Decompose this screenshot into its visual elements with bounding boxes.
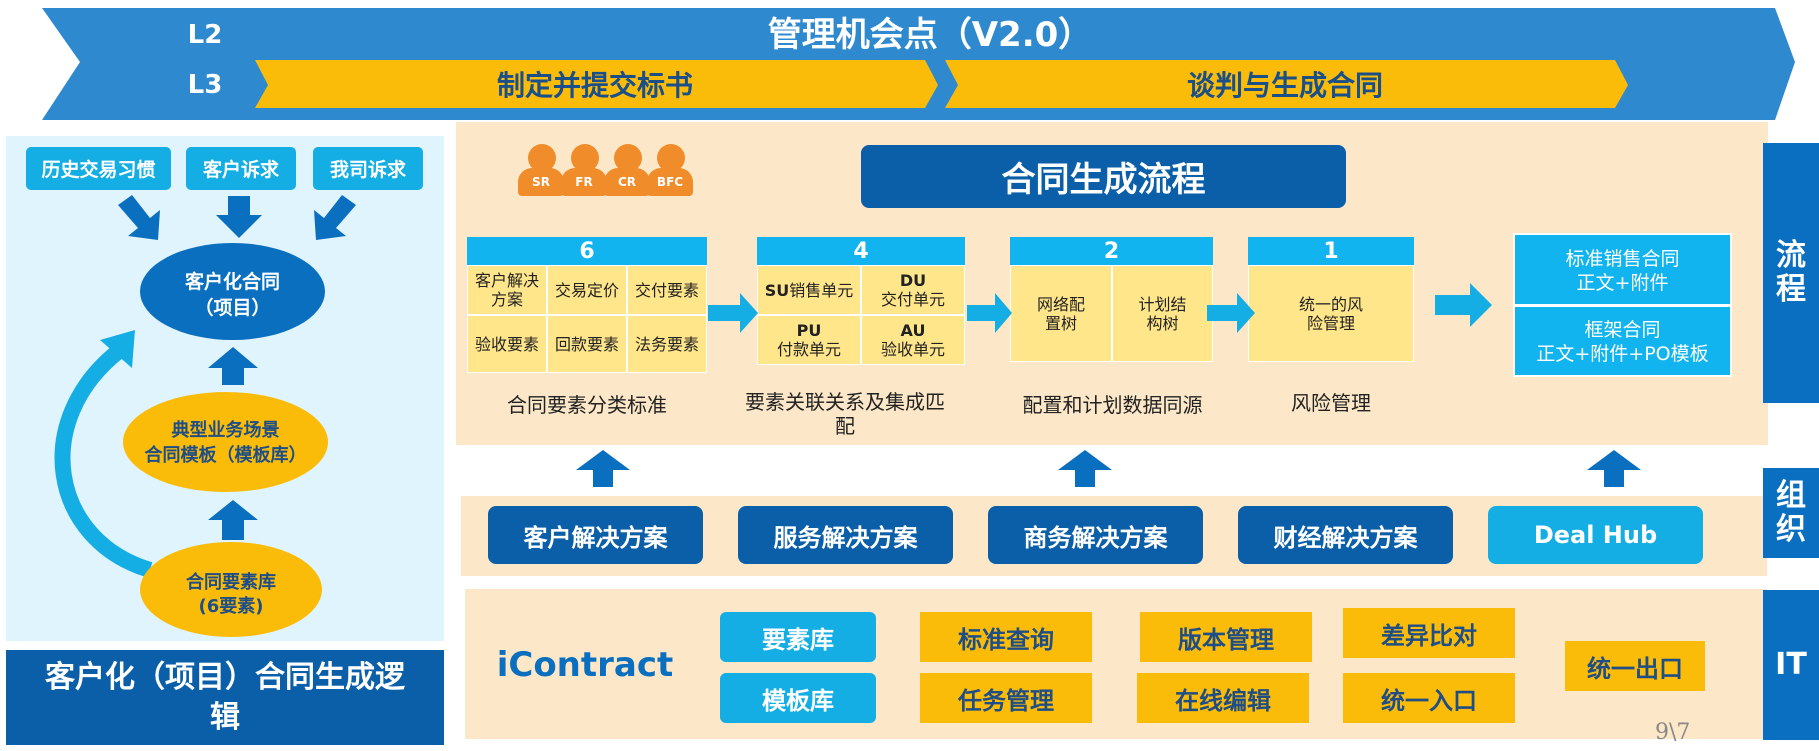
it-version-management: 版本管理	[1140, 612, 1312, 662]
block6-cell: 客户解决方案	[467, 265, 547, 315]
pu-code: PU	[796, 321, 822, 340]
template-scene-ellipse	[123, 392, 328, 492]
side-label-process: 流程	[1763, 143, 1819, 403]
it-online-edit: 在线编辑	[1137, 673, 1309, 723]
role-cr: CR	[604, 168, 650, 196]
du-text: 交付单元	[880, 290, 945, 309]
org-service-solution: 服务解决方案	[738, 506, 953, 564]
block2-cell-network: 网络配置树	[1010, 265, 1112, 362]
page-title: 管理机会点（V2.0）	[767, 14, 1093, 55]
person-icon	[657, 144, 685, 172]
input-company-demand: 我司诉求	[313, 147, 423, 190]
input-customer-demand: 客户诉求	[186, 147, 296, 190]
block4-cell-au: AU 验收单元	[861, 315, 965, 365]
flow-title: 合同生成流程	[861, 145, 1346, 208]
input-history-habits: 历史交易习惯	[26, 147, 171, 190]
header-banner	[42, 8, 1795, 120]
block6-cell: 交易定价	[547, 265, 627, 315]
block6-cell: 验收要素	[467, 315, 547, 373]
block1-caption: 风险管理	[1291, 390, 1371, 415]
stage-tender-label: 制定并提交标书	[496, 69, 693, 102]
output-frame-sub: 正文+附件+PO模板	[1536, 342, 1709, 365]
person-icon	[571, 144, 599, 172]
du-code: DU	[899, 271, 927, 290]
left-footer-title: 客户化（项目）合同生成逻辑	[6, 650, 444, 745]
it-unified-exit: 统一出口	[1565, 641, 1705, 691]
element-lib-line2: (6要素)	[198, 596, 264, 617]
block6-cell: 回款要素	[547, 315, 627, 373]
person-icon	[614, 144, 642, 172]
block1-cell-risk: 统一的风险管理	[1248, 265, 1414, 362]
block4-cell-pu: PU 付款单元	[757, 315, 861, 365]
side-label-org: 组织	[1763, 468, 1819, 558]
block4-number: 4	[757, 237, 965, 265]
org-customer-solution: 客户解决方案	[488, 506, 703, 564]
block4-cell-du: DU 交付单元	[861, 265, 965, 315]
org-business-solution: 商务解决方案	[988, 506, 1203, 564]
left-arrows	[54, 195, 356, 578]
su-text: 销售单元	[789, 280, 854, 300]
it-unified-entry: 统一入口	[1343, 673, 1515, 723]
side-label-it: IT	[1763, 590, 1819, 740]
org-deal-hub: Deal Hub	[1488, 506, 1703, 564]
block2-number: 2	[1010, 237, 1213, 265]
role-icons: SR FR CR BFC	[518, 142, 698, 200]
block2-caption: 配置和计划数据同源	[1022, 392, 1203, 417]
it-template-lib: 模板库	[720, 673, 876, 723]
block6-number: 6	[467, 237, 707, 265]
it-element-lib: 要素库	[720, 612, 876, 662]
person-icon	[528, 144, 556, 172]
it-diff-compare: 差异比对	[1343, 608, 1515, 658]
role-bfc: BFC	[647, 168, 693, 196]
template-scene-line2: 合同模板（模板库）	[144, 445, 307, 466]
stage-contract-label: 谈判与生成合同	[1186, 69, 1383, 102]
element-lib-ellipse	[140, 542, 322, 637]
page-number: 9\7	[1655, 720, 1691, 745]
au-code: AU	[900, 321, 926, 340]
role-sr: SR	[518, 168, 564, 196]
org-finance-solution: 财经解决方案	[1238, 506, 1453, 564]
block6-cell: 交付要素	[627, 265, 707, 315]
output-divider	[1513, 304, 1732, 307]
template-scene-line1: 典型业务场景	[171, 420, 280, 441]
role-fr: FR	[561, 168, 607, 196]
output-standard-sub: 正文+附件	[1576, 271, 1669, 294]
block1-number: 1	[1248, 237, 1414, 265]
it-panel	[465, 589, 1767, 739]
block6-caption: 合同要素分类标准	[507, 392, 667, 417]
it-standard-query: 标准查询	[920, 612, 1092, 662]
level-l3-label: L3	[187, 70, 223, 100]
element-lib-line1: 合同要素库	[186, 572, 276, 593]
su-code: SU	[764, 280, 790, 300]
pu-text: 付款单元	[776, 340, 841, 359]
customer-contract-line2: （项目）	[194, 296, 271, 319]
level-l2-label: L2	[187, 20, 223, 50]
it-system-name: iContract	[496, 645, 674, 685]
block4-cell-su: SU销售单元	[757, 265, 861, 315]
output-frame-title: 框架合同	[1584, 318, 1661, 341]
block6-cell: 法务要素	[627, 315, 707, 373]
customer-contract-ellipse	[140, 243, 325, 340]
au-text: 验收单元	[880, 340, 945, 359]
customer-contract-line1: 客户化合同	[184, 270, 280, 293]
block4-caption: 要素关联关系及集成匹配	[745, 390, 945, 438]
block2-cell-plan: 计划结构树	[1112, 265, 1213, 362]
it-task-management: 任务管理	[920, 673, 1092, 723]
output-standard-title: 标准销售合同	[1565, 247, 1680, 270]
